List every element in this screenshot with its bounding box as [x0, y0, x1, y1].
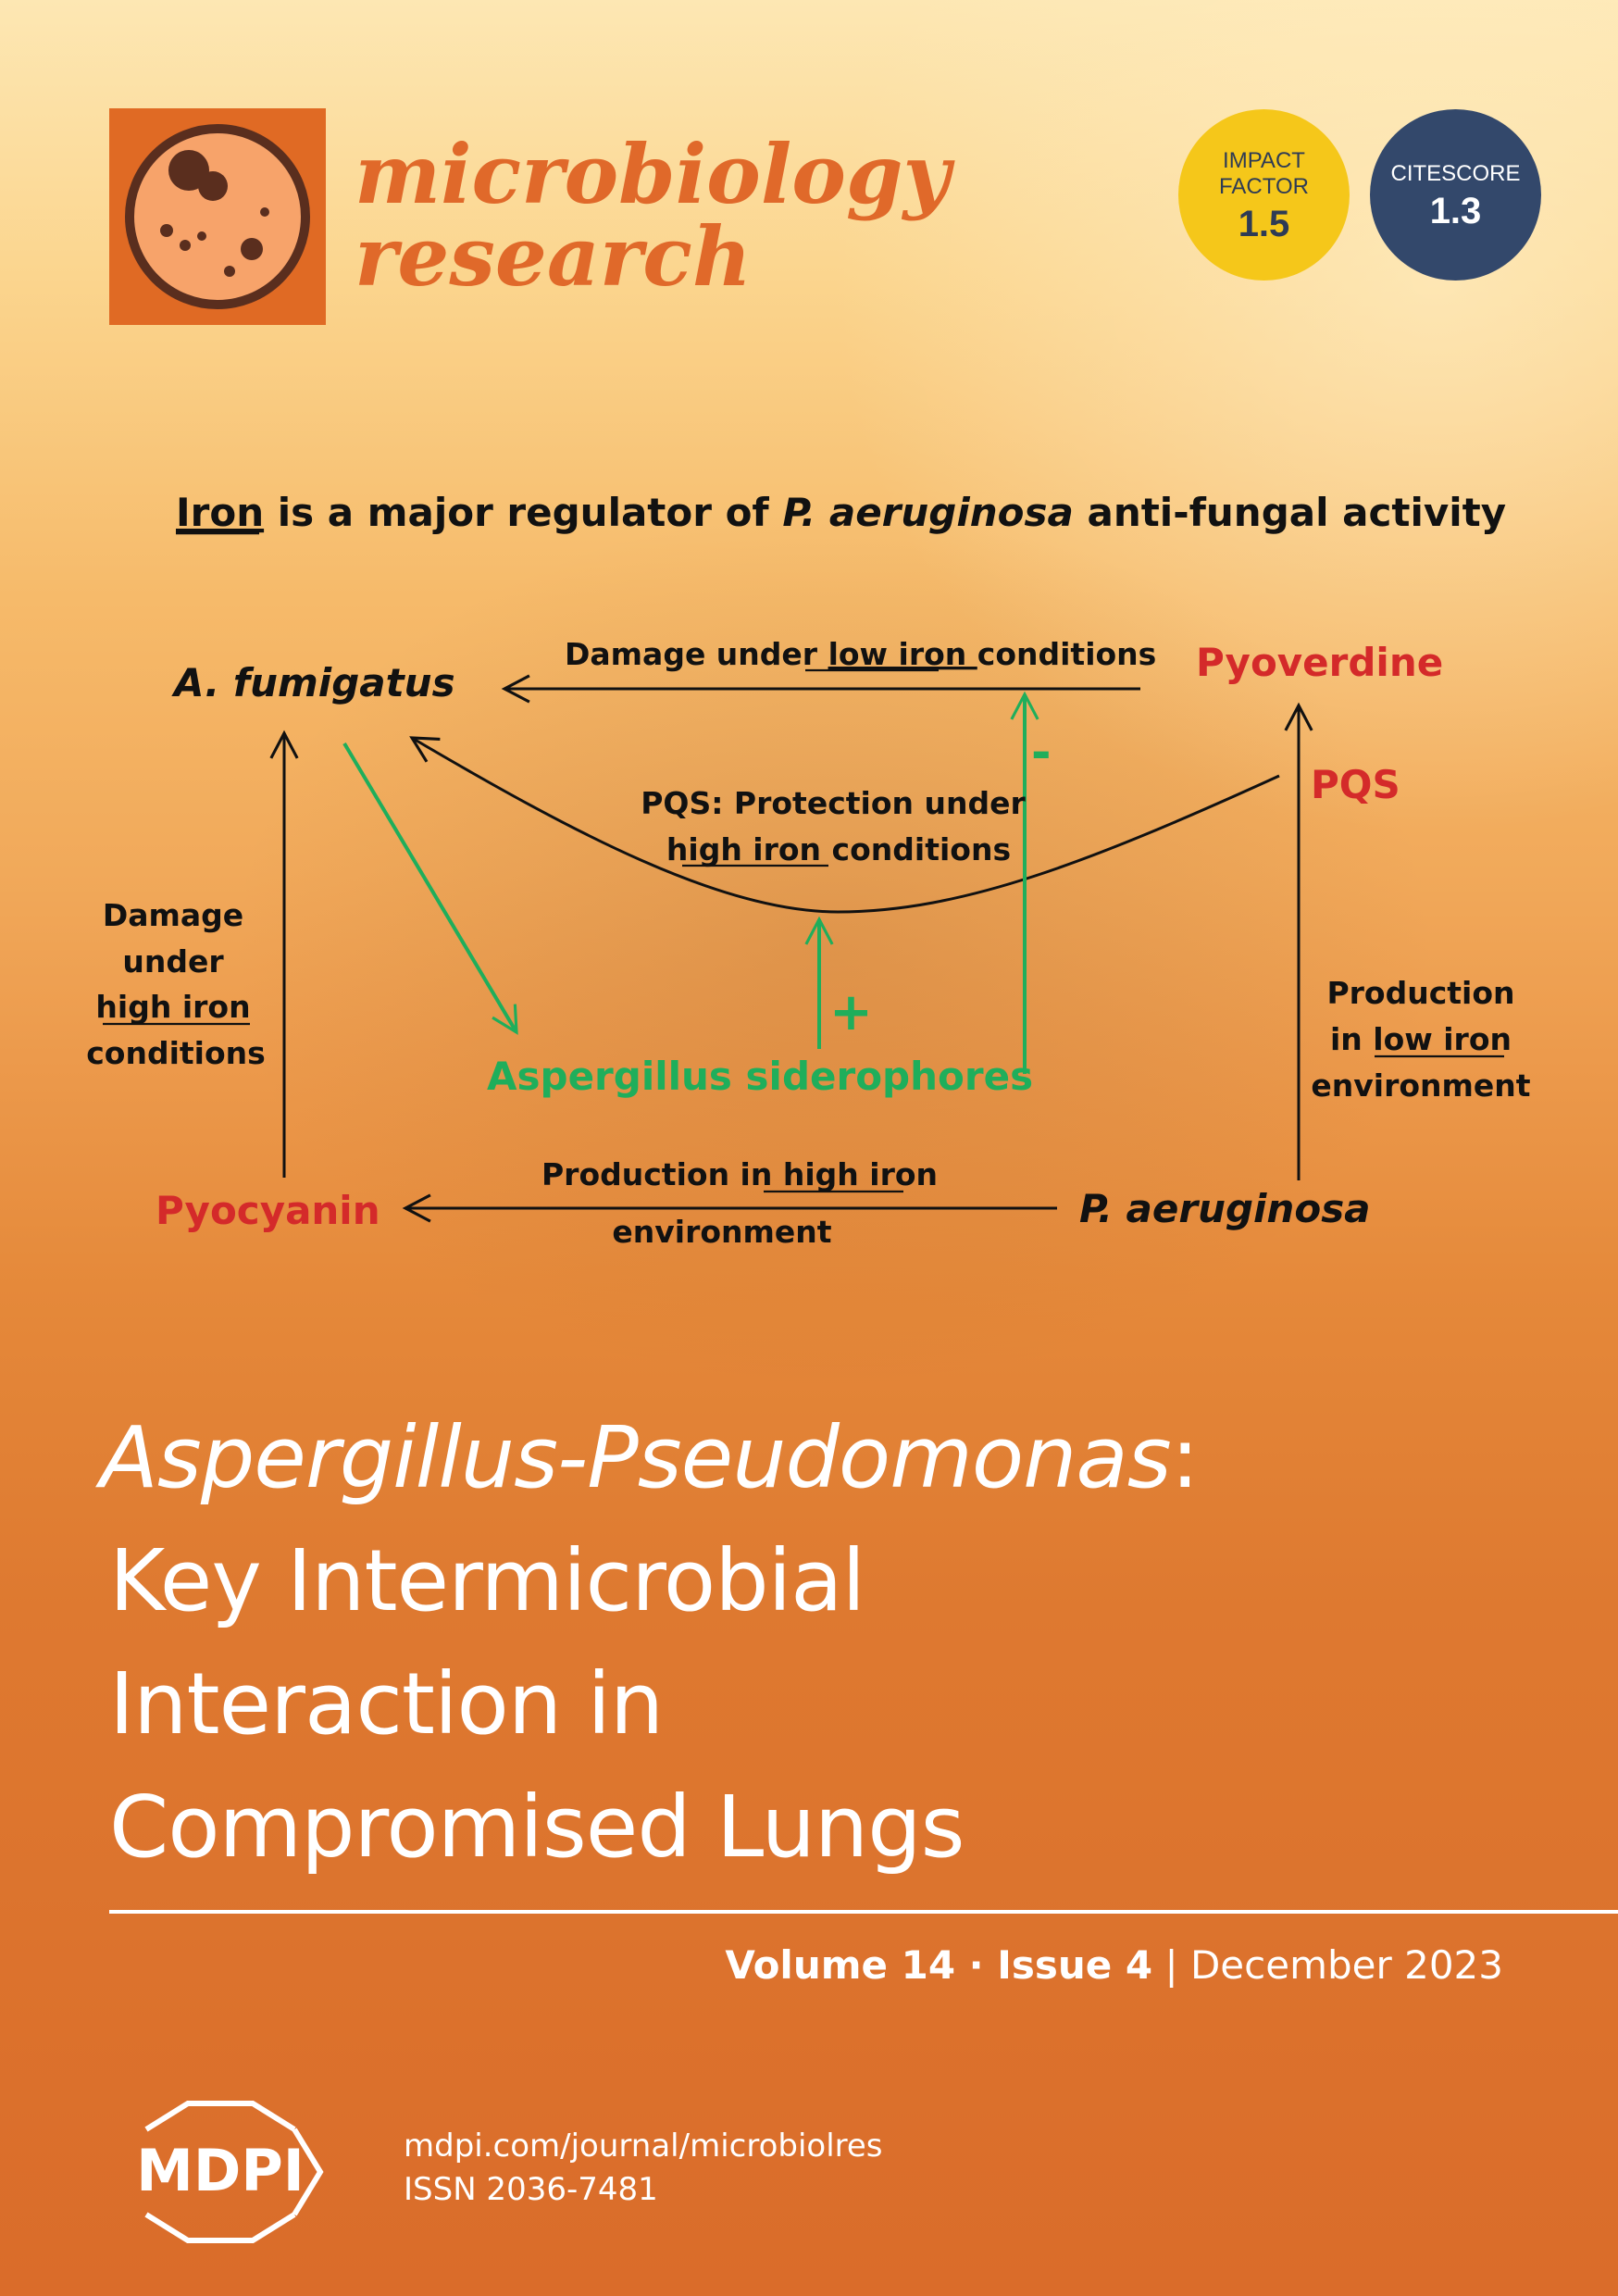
article-title-line3: Interaction in: [109, 1654, 664, 1753]
label-damage-high-line2: under: [122, 943, 224, 980]
diagram-heading: Iron is a major regulator of P. aerugino…: [176, 490, 1506, 535]
node-p-aeruginosa: P. aeruginosa: [1079, 1186, 1371, 1231]
issue-sep1: ·: [955, 1942, 998, 1988]
label-damage-high-line1: Damage: [103, 897, 243, 933]
volume: Volume 14: [725, 1942, 956, 1988]
label-damage-high-line3: high iron: [95, 989, 250, 1025]
label-production-low-line2: in low iron: [1330, 1021, 1512, 1057]
journal-name-line1: microbiology: [355, 126, 951, 222]
background-hyphae-texture: [231, 509, 1435, 1389]
node-pyocyanin: Pyocyanin: [156, 1188, 380, 1233]
minus-sign: -: [1031, 725, 1052, 780]
heading-species: P. aeruginosa: [782, 490, 1074, 535]
article-title-line2: Key Intermicrobial: [109, 1531, 865, 1630]
impact-label-line2: FACTOR: [1219, 174, 1309, 199]
journal-name-line2: research: [355, 208, 752, 305]
plus-sign: +: [829, 982, 873, 1042]
mdpi-logo: MDPI: [136, 2101, 324, 2243]
petri-dish-icon: [125, 124, 310, 309]
label-production-high-line1: Production in high iron: [541, 1156, 938, 1192]
label-production-low-line1: Production: [1326, 975, 1514, 1011]
label-damage-high-line4: conditions: [86, 1035, 266, 1071]
arrow-pqs-protection-curve: [409, 736, 1280, 914]
journal-logo: [109, 108, 326, 325]
node-a-fumigatus: A. fumigatus: [171, 660, 455, 705]
impact-value: 1.5: [1238, 204, 1290, 244]
title-italic: Aspergillus-Pseudomonas: [100, 1408, 1172, 1507]
journal-url: mdpi.com/journal/microbiolres: [404, 2128, 883, 2165]
issue-sep2: |: [1152, 1942, 1190, 1988]
impact-factor-badge: IMPACT FACTOR 1.5: [1178, 109, 1350, 281]
impact-label-line1: IMPACT: [1223, 148, 1305, 173]
label-production-high-line2: environment: [612, 1214, 831, 1250]
title-colon: :: [1170, 1408, 1200, 1507]
mdpi-hexagon-bottom-icon: [144, 2212, 296, 2243]
citescore-badge: CITESCORE 1.3: [1370, 109, 1541, 281]
heading-iron: Iron: [176, 490, 264, 535]
citescore-value: 1.3: [1429, 191, 1482, 231]
title-divider: [109, 1910, 1618, 1914]
label-pqs-protection-line1: PQS: Protection under: [641, 785, 1026, 821]
label-production-low-line3: environment: [1311, 1067, 1530, 1104]
issue-date: December 2023: [1189, 1942, 1503, 1988]
node-pqs: PQS: [1311, 762, 1400, 807]
arrow-fumigatus-to-siderophores: [342, 742, 518, 1035]
heading-mid: is a major regulator of: [264, 490, 782, 535]
article-title-line1: Aspergillus-Pseudomonas:: [100, 1403, 1200, 1514]
node-pyoverdine: Pyoverdine: [1196, 640, 1443, 685]
issue-number: Issue 4: [997, 1942, 1153, 1988]
label-damage-low-iron: Damage under low iron conditions: [565, 636, 1156, 672]
node-aspergillus-siderophores: Aspergillus siderophores: [487, 1054, 1033, 1099]
iron-regulation-diagram: Iron is a major regulator of P. aerugino…: [86, 490, 1531, 1250]
issue-info: Volume 14 · Issue 4 | December 2023: [725, 1940, 1503, 1991]
article-title-line4: Compromised Lungs: [109, 1778, 965, 1877]
citescore-label: CITESCORE: [1390, 161, 1521, 186]
heading-end: anti-fungal activity: [1074, 490, 1506, 535]
label-pqs-protection-line2: high iron conditions: [666, 831, 1011, 867]
mdpi-wordmark: MDPI: [136, 2137, 305, 2204]
issn: ISSN 2036-7481: [404, 2171, 658, 2208]
mdpi-hexagon-right-icon: [292, 2128, 324, 2216]
mdpi-hexagon-top-icon: [144, 2101, 296, 2132]
